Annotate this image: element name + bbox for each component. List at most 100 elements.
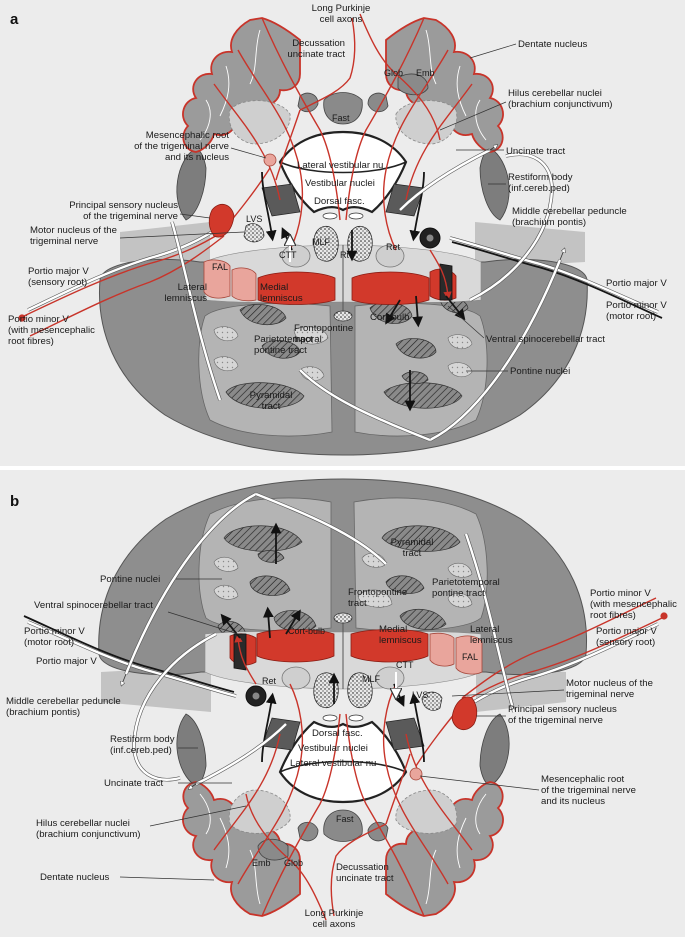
label-frontopontine-l1: Frontopontine <box>294 323 353 334</box>
label-pyramidal-a-l1: Pyramidal <box>250 390 293 401</box>
labels-panel-b: b Pontine nuclei Pyramidal tract Frontop… <box>6 493 677 930</box>
label-b-motor-nucleus-l1: Motor nucleus of the <box>566 678 653 689</box>
label-b-portio-minor-motor-l2: (motor root) <box>24 637 74 648</box>
label-b-principal-sensory-l1: Principal sensory nucleus <box>508 704 617 715</box>
label-principal-sensory-l2: of the trigeminal nerve <box>83 211 178 222</box>
label-b-portio-minor-mesenc-l2: (with mesencephalic <box>590 599 677 610</box>
label-mesencephalic-l1: Mesencephalic root <box>146 130 230 141</box>
label-emb: Emb <box>416 68 435 78</box>
label-pontine-nuclei: Pontine nuclei <box>510 366 570 377</box>
label-middle-peduncle-l1: Middle cerebellar peduncle <box>512 206 627 217</box>
label-b-lvs: LVS <box>412 690 428 700</box>
label-b-middle-peduncle-l1: Middle cerebellar peduncle <box>6 696 121 707</box>
panel-letter-a: a <box>10 11 19 28</box>
label-b-hilus-l1: Hilus cerebellar nuclei <box>36 818 130 829</box>
label-decussation-l1: Decussation <box>292 38 345 49</box>
label-b-fast: Fast <box>336 814 354 824</box>
label-b-fal: FAL <box>462 652 478 662</box>
label-b-lateral-vestibular: Lateral vestibular nu <box>290 758 376 769</box>
label-cort-bulb: Cort-bulb <box>370 312 409 323</box>
label-portio-minor-mesenc-l3: root fibres) <box>8 336 54 347</box>
label-fast: Fast <box>332 113 350 123</box>
label-b-portio-major: Portio major V <box>36 656 97 667</box>
label-mlf: MLF <box>312 237 331 247</box>
label-portio-minor-mesenc-l1: Portio minor V <box>8 314 69 325</box>
label-b-pontine-nuclei: Pontine nuclei <box>100 574 160 585</box>
label-hilus-l1: Hilus cerebellar nuclei <box>508 88 602 99</box>
label-medial-lemniscus-a-l1: Medial <box>260 282 288 293</box>
label-fal: FAL <box>212 262 228 272</box>
label-b-glob: Glob <box>284 858 303 868</box>
label-uncinate-tract: Uncinate tract <box>506 146 566 157</box>
label-b-pyramidal-l1: Pyramidal <box>391 537 434 548</box>
label-mesencephalic-l2: of the trigeminal nerve <box>134 141 229 152</box>
label-parietotemporal-l2: pontine tract <box>254 345 307 356</box>
label-b-uncinate: Uncinate tract <box>104 778 164 789</box>
label-b-hilus-l2: (brachium conjunctivum) <box>36 829 141 840</box>
label-b-restiform-l2: (inf.cereb.ped) <box>110 745 172 756</box>
label-motor-nucleus-l2: trigeminal nerve <box>30 236 98 247</box>
label-b-portio-minor-motor-l1: Portio minor V <box>24 626 85 637</box>
label-pyramidal-a-l2: tract <box>262 401 281 412</box>
panel-divider <box>0 466 685 470</box>
label-principal-sensory-l1: Principal sensory nucleus <box>69 200 178 211</box>
label-dentate-nucleus: Dentate nucleus <box>518 39 588 50</box>
label-frontopontine-l2: tract <box>294 334 313 345</box>
label-b-mlf: MLF <box>362 674 381 684</box>
label-b-portio-minor-mesenc-l1: Portio minor V <box>590 588 651 599</box>
label-b-pyramidal-l2: tract <box>403 548 422 559</box>
label-b-mesencephalic-l1: Mesencephalic root <box>541 774 625 785</box>
label-b-lateral-lemniscus-l2: lemniscus <box>470 635 513 646</box>
label-ventral-spinocerebellar: Ventral spinocerebellar tract <box>486 334 605 345</box>
label-hilus-l2: (brachium conjunctivum) <box>508 99 613 110</box>
label-motor-nucleus-l1: Motor nucleus of the <box>30 225 117 236</box>
label-lvs: LVS <box>246 214 262 224</box>
label-parietotemporal-l1: Parietotemporal <box>254 334 322 345</box>
label-b-restiform-l1: Restiform body <box>110 734 175 745</box>
label-b-ctt: CTT <box>396 660 414 670</box>
label-portio-major-sensory-l1: Portio major V <box>28 266 89 277</box>
labels-panel-a: a Long Purkinje cell axons Decussation u… <box>8 3 667 412</box>
label-decussation-l2: uncinate tract <box>287 49 345 60</box>
label-b-vestibular-nuclei: Vestibular nuclei <box>298 743 368 754</box>
label-b-portio-minor-mesenc-l3: root fibres) <box>590 610 636 621</box>
label-restiform-l1: Restiform body <box>508 172 573 183</box>
label-ret: Ret <box>386 242 401 252</box>
label-b-lateral-lemniscus-l1: Lateral <box>470 624 499 635</box>
label-rt: Rt <box>340 250 349 260</box>
label-b-portio-major-sensory-l1: Portio major V <box>596 626 657 637</box>
label-dorsal-fasc: Dorsal fasc. <box>314 196 365 207</box>
label-lateral-lemniscus-a-l2: lemniscus <box>164 293 207 304</box>
label-b-long-purkinje-l1: Long Purkinje <box>305 908 364 919</box>
label-b-medial-lemniscus-l2: lemniscus <box>379 635 422 646</box>
label-b-decussation-l1: Decussation <box>336 862 389 873</box>
label-b-principal-sensory-l2: of the trigeminal nerve <box>508 715 603 726</box>
label-mesencephalic-l3: and its nucleus <box>165 152 229 163</box>
label-b-frontopontine-l2: tract <box>348 598 367 609</box>
label-medial-lemniscus-a-l2: lemniscus <box>260 293 303 304</box>
label-lateral-lemniscus-a-l1: Lateral <box>178 282 207 293</box>
label-b-medial-lemniscus-l1: Medial <box>379 624 407 635</box>
label-middle-peduncle-l2: (brachium pontis) <box>512 217 586 228</box>
label-long-purkinje-l1: Long Purkinje <box>312 3 371 14</box>
label-long-purkinje-l2: cell axons <box>320 14 363 25</box>
label-restiform-l2: (inf.cereb.ped) <box>508 183 570 194</box>
label-b-parietotemporal-l2: pontine tract <box>432 588 485 599</box>
label-b-emb: Emb <box>252 858 271 868</box>
label-lateral-vestibular: Lateral vestibular nu <box>297 160 383 171</box>
label-b-ret: Ret <box>262 676 277 686</box>
label-portio-minor-motor-l1: Portio minor V <box>606 300 667 311</box>
label-vestibular-nuclei: Vestibular nuclei <box>305 178 375 189</box>
label-glob: Glob <box>384 68 403 78</box>
label-portio-major-sensory-l2: (sensory root) <box>28 277 87 288</box>
label-b-frontopontine-l1: Frontopontine <box>348 587 407 598</box>
label-b-middle-peduncle-l2: (brachium pontis) <box>6 707 80 718</box>
label-b-cort-bulb: Cort-bulb <box>288 626 325 636</box>
label-b-parietotemporal-l1: Parietotemporal <box>432 577 500 588</box>
label-b-dentate: Dentate nucleus <box>40 872 110 883</box>
label-b-motor-nucleus-l2: trigeminal nerve <box>566 689 634 700</box>
label-portio-minor-mesenc-l2: (with mesencephalic <box>8 325 95 336</box>
label-b-mesencephalic-l2: of the trigeminal nerve <box>541 785 636 796</box>
label-b-long-purkinje-l2: cell axons <box>313 919 356 930</box>
